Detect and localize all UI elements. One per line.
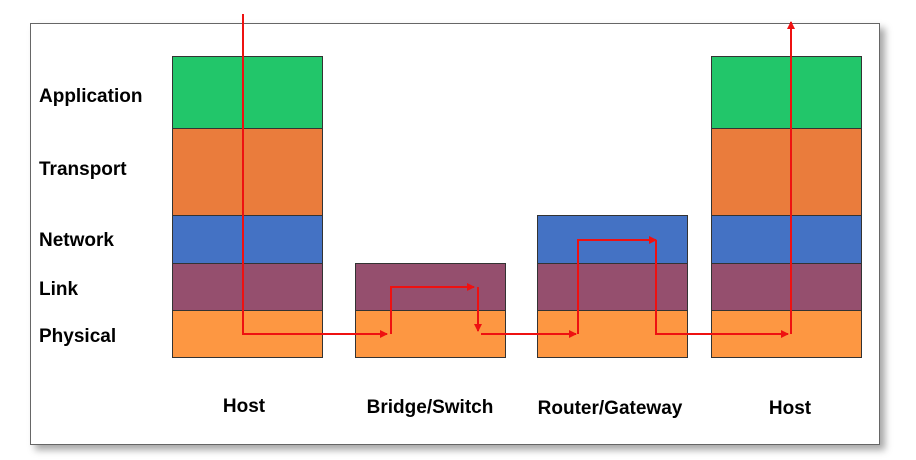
layer-label-link: Link <box>39 279 79 300</box>
router-link-block <box>537 263 688 311</box>
path-bridge-up-link <box>390 283 475 334</box>
host-right-link-block <box>711 263 862 311</box>
device-label-router-gateway: Router/Gateway <box>537 398 683 419</box>
host-right-network-block <box>711 215 862 264</box>
host-right-application-block <box>711 56 862 129</box>
device-label-host-left: Host <box>222 396 266 417</box>
device-label-bridge-switch: Bridge/Switch <box>366 397 494 418</box>
path-router-down <box>655 240 789 338</box>
path-router-up-network <box>577 236 657 334</box>
host-left-transport-block <box>172 128 323 216</box>
layer-label-network: Network <box>39 230 114 251</box>
path-host-down-to-bridge <box>242 14 388 338</box>
layer-label-application: Application <box>39 86 143 107</box>
layer-label-physical: Physical <box>39 326 117 347</box>
layer-label-transport: Transport <box>39 159 127 180</box>
device-label-host-right: Host <box>768 398 812 419</box>
host-left-network-block <box>172 215 323 264</box>
